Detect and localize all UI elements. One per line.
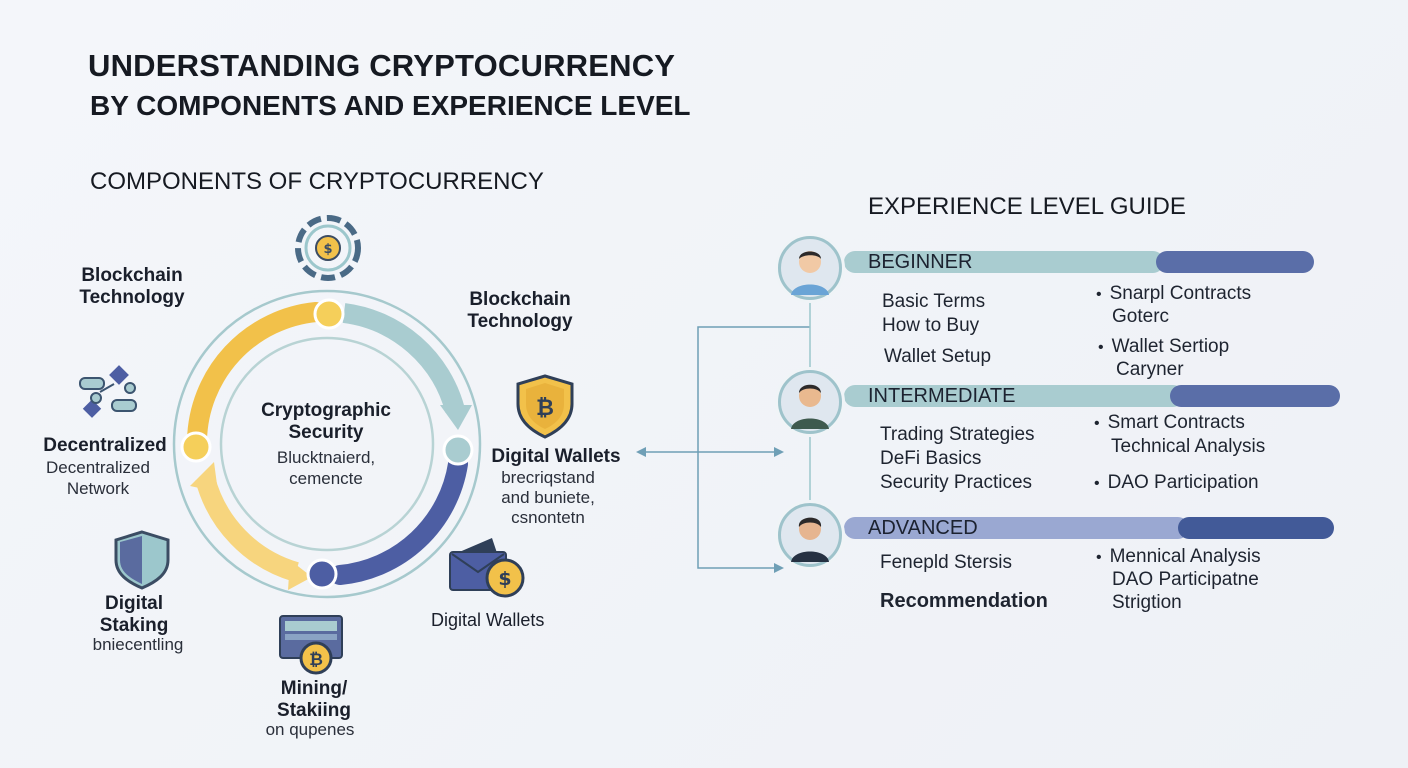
advanced-bar-dark — [1178, 517, 1334, 539]
guide-heading: EXPERIENCE LEVEL GUIDE — [868, 193, 1186, 220]
blockchain-right-line1: Blockchain — [469, 289, 571, 310]
beginner-right-item: Caryner — [1116, 359, 1184, 380]
inner-ring — [219, 336, 435, 552]
decentralized-label: Decentralized — [43, 435, 167, 456]
page-title: UNDERSTANDING CRYPTOCURRENCY — [88, 48, 676, 83]
blockchain-right-line2: Technology — [467, 311, 573, 332]
node-dot-top — [313, 298, 345, 330]
wallet-coin-icon: $ — [449, 538, 525, 598]
intermediate-right-item: DAO Participation — [1094, 471, 1259, 496]
yellow-arc-bottom — [195, 475, 299, 582]
digital-wallets-right-sublabel: brecriqstand and buniete, csnontetn — [478, 468, 618, 528]
digital-staking-sublabel: bniecentling — [92, 635, 184, 654]
advanced-right-item: DAO Participatne — [1112, 569, 1259, 590]
person-icon — [791, 251, 829, 295]
decentralized-sublabel: Decentralized Network — [30, 457, 166, 499]
connector-arrows — [636, 296, 811, 573]
decentralized-sub-line1: Decentralized — [46, 458, 150, 477]
advanced-left-item: Recommendation — [880, 590, 1048, 612]
advanced-bar-light — [844, 517, 1189, 539]
person-icon — [791, 517, 829, 562]
shield-icon — [114, 530, 170, 590]
blockchain-left-line1: Blockchain — [81, 265, 183, 286]
yellow-arrowhead-left — [190, 462, 218, 492]
center-subtitle-line2: cemencte — [289, 469, 363, 488]
digital-wallets-sub-line1: brecriqstand — [501, 468, 595, 487]
advanced-avatar — [778, 503, 842, 567]
svg-text:₿: ₿ — [536, 396, 554, 421]
bitcoin-shield-icon: ₿ — [516, 374, 574, 439]
beginner-left-item: Basic Terms — [882, 291, 986, 312]
advanced-left-item: Fenepld Stersis — [880, 552, 1013, 573]
beginner-right-item: Wallet Sertiop — [1098, 335, 1230, 360]
node-dot-left — [180, 431, 212, 463]
node-dot-right — [442, 434, 474, 466]
intermediate-avatar — [778, 370, 842, 434]
navy-arc-bottom — [330, 454, 468, 585]
beginner-label: BEGINNER — [868, 251, 973, 273]
teal-arc-top — [342, 303, 465, 413]
advanced-label: ADVANCED — [868, 517, 978, 539]
components-heading: COMPONENTS OF CRYPTOCURRENCY — [90, 168, 544, 195]
person-icon — [791, 384, 829, 429]
page-subtitle: BY COMPONENTS AND EXPERIENCE LEVEL — [90, 90, 691, 121]
intermediate-left-item: DeFi Basics — [880, 448, 982, 469]
network-icon — [79, 365, 137, 418]
mining-sublabel: on qupenes — [265, 720, 355, 739]
beginner-right-item: Snarpl Contracts — [1096, 282, 1252, 307]
digital-wallets-right-label: Digital Wallets — [491, 446, 621, 467]
digital-wallets-bottom-label: Digital Wallets — [431, 610, 545, 630]
outer-ring — [172, 289, 482, 599]
blockchain-right-label: Blockchain Technology — [450, 289, 590, 333]
beginner-avatar — [778, 236, 842, 300]
beginner-bar-light — [844, 251, 1164, 273]
digital-staking-line2: Staking — [99, 615, 169, 636]
beginner-left-item: Wallet Setup — [884, 346, 992, 367]
intermediate-bar-dark — [1170, 385, 1340, 407]
advanced-right-item: Strigtion — [1112, 592, 1182, 613]
center-subtitle-line1: Blucktnaierd, — [276, 448, 376, 467]
center-subtitle: Blucktnaierd, cemencte — [256, 447, 396, 489]
center-title-line2: Security — [288, 422, 364, 443]
svg-text:$: $ — [323, 242, 332, 257]
mining-line1: Mining/ — [280, 678, 348, 699]
intermediate-bar-light — [844, 385, 1184, 407]
svg-text:$: $ — [498, 568, 511, 590]
beginner-right-item: Goterc — [1112, 306, 1170, 327]
intermediate-right-item: Smart Contracts — [1094, 411, 1245, 436]
mining-label: Mining/ Stakiing — [244, 678, 384, 722]
svg-text:₿: ₿ — [309, 650, 323, 670]
blockchain-left-line2: Technology — [79, 287, 185, 308]
chain-coin-icon: $ — [295, 215, 361, 281]
center-title: Cryptographic Security — [256, 400, 396, 444]
digital-wallets-sub-line3: csnontetn — [511, 508, 585, 527]
blockchain-left-label: Blockchain Technology — [62, 265, 202, 309]
mining-line2: Stakiing — [277, 700, 351, 721]
advanced-right-item: Mennical Analysis — [1096, 545, 1261, 570]
node-dot-bottom — [306, 558, 338, 590]
intermediate-left-item: Trading Strategies — [880, 424, 1035, 445]
intermediate-left-item: Security Practices — [880, 472, 1033, 493]
center-title-line1: Cryptographic — [261, 400, 391, 421]
beginner-left-item: How to Buy — [882, 315, 980, 336]
mining-laptop-icon: ₿ — [279, 615, 343, 675]
digital-staking-label: Digital Staking — [64, 593, 204, 637]
intermediate-label: INTERMEDIATE — [868, 385, 1016, 407]
beginner-bar-dark — [1156, 251, 1314, 273]
yellow-arc-top — [187, 302, 326, 450]
decentralized-sub-line2: Network — [66, 479, 130, 498]
intermediate-right-item: Technical Analysis — [1111, 436, 1266, 457]
teal-arrowhead — [440, 405, 472, 430]
digital-staking-line1: Digital — [104, 593, 164, 614]
yellow-arrowhead-bottom — [288, 560, 312, 590]
digital-wallets-sub-line2: and buniete, — [501, 488, 595, 507]
